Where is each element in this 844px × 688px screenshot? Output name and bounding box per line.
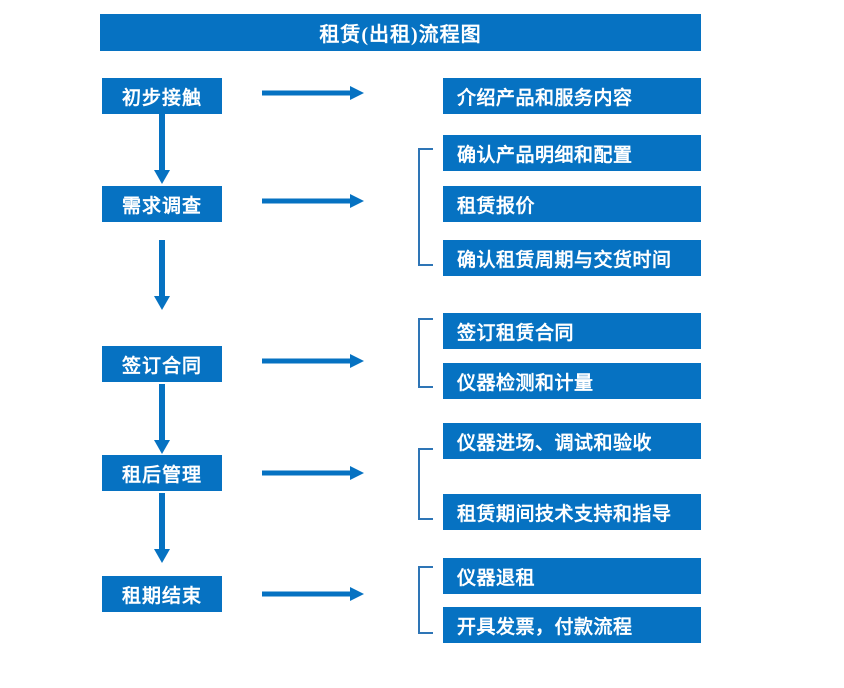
arrow-right-icon-1 — [262, 86, 364, 100]
group-bracket-2 — [418, 148, 433, 266]
stage-box-3[interactable]: 签订合同 — [102, 346, 222, 382]
detail-box-5-2[interactable]: 开具发票，付款流程 — [443, 607, 701, 643]
arrow-down-icon-3 — [154, 384, 170, 454]
stage-box-2[interactable]: 需求调查 — [102, 186, 222, 222]
detail-box-4-2[interactable]: 租赁期间技术支持和指导 — [443, 494, 701, 530]
detail-box-2-3[interactable]: 确认租赁周期与交货时间 — [443, 240, 701, 276]
arrow-right-icon-5 — [262, 587, 364, 601]
detail-box-2-2[interactable]: 租赁报价 — [443, 186, 701, 222]
group-bracket-5 — [418, 566, 433, 634]
detail-box-4-1[interactable]: 仪器进场、调试和验收 — [443, 423, 701, 459]
group-bracket-3 — [418, 318, 433, 388]
arrow-down-icon-1 — [154, 114, 170, 184]
detail-box-3-1[interactable]: 签订租赁合同 — [443, 313, 701, 349]
stage-box-5[interactable]: 租期结束 — [102, 576, 222, 612]
detail-box-3-2[interactable]: 仪器检测和计量 — [443, 363, 701, 399]
detail-box-2-1[interactable]: 确认产品明细和配置 — [443, 135, 701, 171]
detail-box-1-1[interactable]: 介绍产品和服务内容 — [443, 78, 701, 114]
stage-box-4[interactable]: 租后管理 — [102, 455, 222, 491]
arrow-right-icon-2 — [262, 194, 364, 208]
stage-box-1[interactable]: 初步接触 — [102, 78, 222, 114]
arrow-right-icon-3 — [262, 354, 364, 368]
arrow-down-icon-2 — [154, 240, 170, 310]
diagram-title: 租赁(出租)流程图 — [100, 14, 701, 51]
arrow-down-icon-4 — [154, 493, 170, 563]
group-bracket-4 — [418, 448, 433, 520]
arrow-right-icon-4 — [262, 466, 364, 480]
detail-box-5-1[interactable]: 仪器退租 — [443, 558, 701, 594]
